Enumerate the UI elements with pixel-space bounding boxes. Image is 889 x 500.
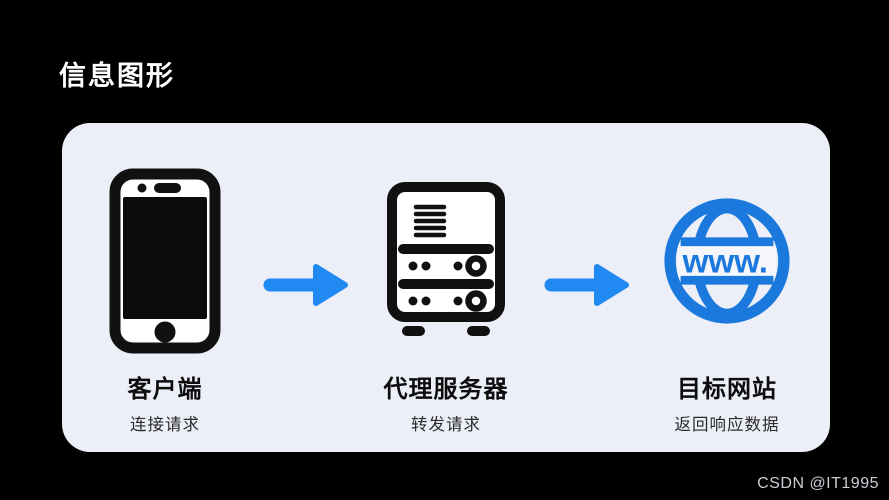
node-client-sublabel: 连接请求 <box>130 416 200 434</box>
server-icon <box>386 163 506 359</box>
node-proxy-sublabel: 转发请求 <box>411 416 481 434</box>
smartphone-icon <box>109 163 221 359</box>
arrow-right-icon <box>544 163 629 359</box>
node-target-sublabel: 返回响应数据 <box>674 416 780 434</box>
globe-www-label: www. <box>681 243 768 280</box>
node-client: 客户端 连接请求 <box>62 163 268 435</box>
node-proxy: 代理服务器 转发请求 <box>343 163 549 435</box>
node-client-label: 客户端 <box>127 376 203 403</box>
node-target-label: 目标网站 <box>677 376 777 403</box>
watermark: CSDN @IT1995 <box>757 475 879 492</box>
flow-row: 客户端 连接请求 <box>62 163 830 435</box>
node-target: www. 目标网站 返回响应数据 <box>624 163 830 435</box>
globe-www-icon: www. <box>664 163 790 359</box>
page-title: 信息图形 <box>59 61 175 91</box>
arrow-right-icon <box>263 163 348 359</box>
diagram-card: 客户端 连接请求 <box>62 123 830 452</box>
node-proxy-label: 代理服务器 <box>383 376 509 403</box>
